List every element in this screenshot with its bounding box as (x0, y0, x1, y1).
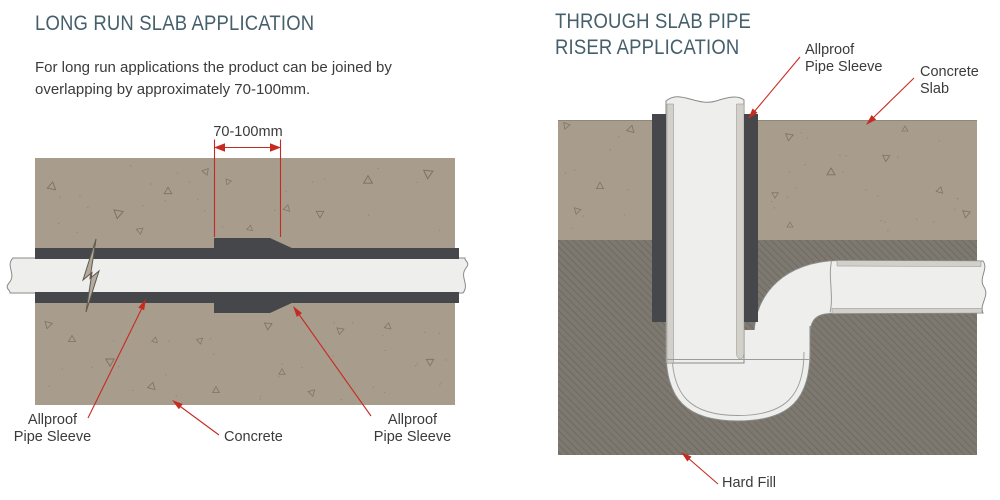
pipe-sleeve-top-band (35, 248, 459, 259)
pipe-sleeve-bottom-overlap (214, 302, 294, 313)
concrete-aggregate-texture (44, 165, 447, 401)
trap-outline (665, 326, 811, 422)
horizontal-pipe (6, 257, 469, 294)
outlet-pipe-wall-bottom (831, 308, 983, 314)
leader-arrow-sleeve-left (138, 299, 146, 311)
riser-wall-left (666, 103, 674, 364)
concrete-slab (558, 120, 977, 240)
dimension-arrowhead-right (270, 143, 281, 152)
long-run-slab-diagram (6, 139, 469, 436)
leader-arrow-concrete (172, 400, 183, 410)
right-diagram-leaders (681, 56, 915, 485)
leader-arrow-riser-sleeve (748, 108, 758, 119)
dimension-70-100mm (213, 139, 282, 237)
pipe-sleeve-top-overlap (214, 238, 294, 249)
left-panel-description: For long run applications the product ca… (35, 59, 392, 98)
label-concrete: Concrete (224, 429, 283, 445)
dimension-label: 70-100mm (213, 124, 283, 140)
dimension-arrowhead-left (214, 143, 225, 152)
label-riser-sleeve: Allproof Pipe Sleeve (805, 42, 883, 75)
leader-arrow-hard-fill (681, 452, 692, 462)
outlet-pipe-wall-top (836, 260, 982, 267)
label-sleeve-left: Allproof Pipe Sleeve (13, 412, 92, 445)
riser-wall-partition (736, 103, 745, 360)
pipe-break-symbol (82, 238, 100, 313)
riser-sleeve-left (652, 114, 666, 322)
leader-arrow-sleeve-right (293, 306, 302, 317)
elbow-socket-joint (829, 261, 832, 313)
trap-inner-wall-line (671, 351, 805, 416)
riser-sleeve-right (744, 114, 758, 322)
left-diagram-leaders (87, 299, 372, 436)
riser-pipe (665, 96, 745, 364)
right-panel-title: THROUGH SLAB PIPE RISER APPLICATION (555, 10, 752, 59)
label-concrete-slab: Concrete Slab (920, 64, 979, 97)
leader-arrow-slab (866, 115, 877, 125)
label-hard-fill: Hard Fill (722, 475, 776, 491)
label-sleeve-right: Allproof Pipe Sleeve (373, 412, 452, 445)
riser-diagram (558, 56, 987, 485)
left-panel-title: LONG RUN SLAB APPLICATION (35, 12, 315, 35)
pipe-sleeve-bottom-band (35, 292, 459, 303)
slab-aggregate-texture (563, 122, 971, 232)
